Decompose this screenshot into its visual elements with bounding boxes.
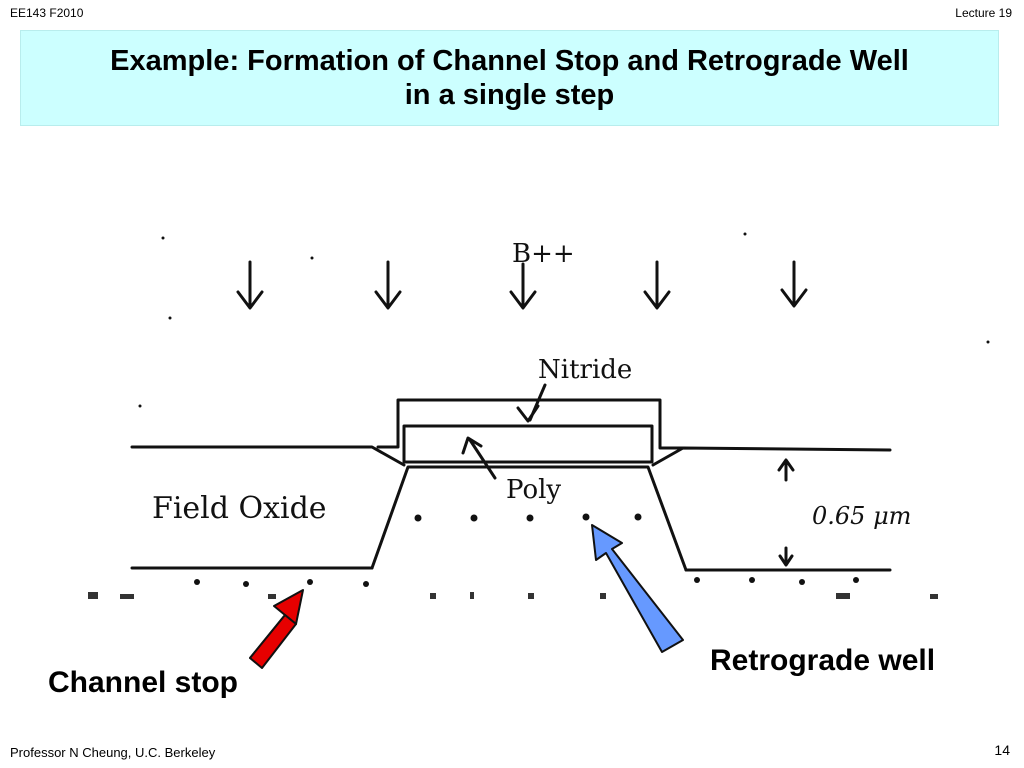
poly-label: Poly (506, 475, 561, 505)
text-fragment (930, 594, 938, 599)
channel-stop-dot (307, 579, 313, 585)
text-fragment (836, 593, 850, 599)
nitride-layer (376, 398, 686, 450)
channel-stop-dot (799, 579, 805, 585)
well-dot (526, 514, 534, 522)
channel-stop-arrow (249, 589, 304, 669)
oxide-surface-left (130, 445, 406, 467)
page-number: 14 (994, 742, 1010, 758)
field-oxide-label: Field Oxide (152, 491, 327, 526)
implant-species-label: B++ (512, 239, 575, 269)
text-fragment (268, 594, 276, 599)
implant-arrow (236, 260, 264, 310)
retrograde-well-callout: Retrograde well (710, 644, 936, 677)
scan-speck (743, 232, 747, 236)
cropped-text-fragments (88, 592, 938, 599)
nitride-pointer (516, 383, 547, 423)
implant-arrow (374, 260, 402, 310)
title-line-1: Example: Formation of Channel Stop and R… (110, 45, 909, 77)
text-fragment (120, 594, 134, 599)
oxide-surface-right (651, 446, 892, 467)
thickness-label: 0.65 μm (812, 502, 911, 530)
title-line-2: in a single step (404, 79, 615, 111)
text-fragment (88, 592, 98, 599)
text-fragment (430, 593, 436, 599)
professor-credit: Professor N Cheung, U.C. Berkeley (10, 745, 216, 760)
well-dot (582, 513, 590, 521)
channel-stop-dot (243, 581, 249, 587)
poly-pointer (461, 436, 497, 480)
scan-speck (161, 236, 165, 240)
implant-arrow (509, 262, 537, 310)
channel-stop-dot (694, 577, 700, 583)
retrograde-well-arrow (591, 524, 684, 653)
active-region-edge (370, 465, 688, 572)
text-fragment (600, 593, 606, 599)
nitride-label: Nitride (538, 355, 632, 385)
scan-speck (986, 340, 990, 344)
crop-mask (60, 599, 1020, 619)
channel-stop-dot (853, 577, 859, 583)
channel-stop-callout: Channel stop (48, 666, 239, 699)
scan-speck (138, 404, 142, 408)
implant-arrow (780, 260, 808, 308)
poly-layer (402, 424, 654, 464)
well-dot (634, 513, 642, 521)
text-fragment (528, 593, 534, 599)
text-fragment (470, 592, 474, 599)
channel-stop-dot (363, 581, 369, 587)
course-label: EE143 F2010 (10, 6, 84, 20)
lecture-label: Lecture 19 (955, 6, 1012, 20)
slide-title: Example: Formation of Channel Stop and R… (20, 30, 999, 126)
thickness-arrow-top (777, 458, 795, 482)
thickness-arrow-bottom (778, 546, 794, 567)
implant-arrow (643, 260, 671, 310)
scan-speck (310, 256, 314, 260)
scan-speck (168, 316, 172, 320)
well-dot (470, 514, 478, 522)
well-dot (414, 514, 422, 522)
channel-stop-dot (194, 579, 200, 585)
channel-stop-dot (749, 577, 755, 583)
